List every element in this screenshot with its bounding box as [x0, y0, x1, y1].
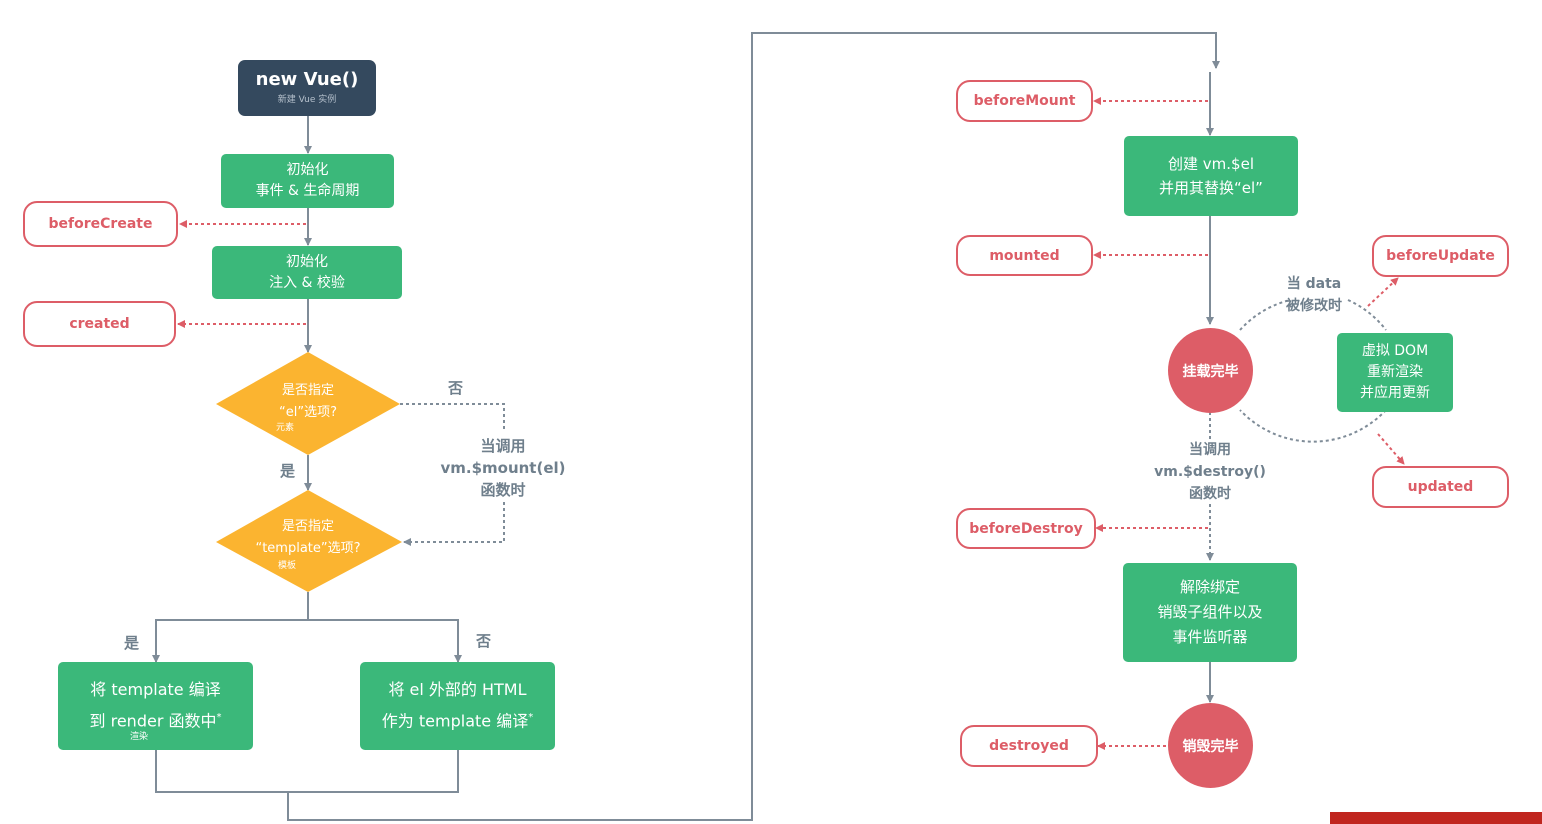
hook-destroyed: destroyed: [960, 725, 1098, 767]
mounted-circle: 挂载完毕: [1168, 328, 1253, 413]
data-change-condition: 当 data 被修改时: [1274, 273, 1354, 317]
decision-template-diamond: [216, 490, 402, 592]
decision-el-note: 元素: [276, 423, 295, 433]
hook-before-create: beforeCreate: [23, 201, 178, 247]
virtual-dom-node: 虚拟 DOM 重新渲染 并应用更新: [1337, 333, 1453, 412]
main-flow-connectors: [152, 32, 1220, 821]
label-yes-template: 是: [124, 634, 140, 652]
hook-mounted: mounted: [956, 235, 1093, 276]
decision-el-text: 是否指定 “el”选项?: [236, 380, 380, 424]
data-change-line1: 当 data: [1286, 276, 1342, 292]
init-events-line1: 初始化: [286, 162, 329, 178]
create-el-node: 创建 vm.$el 并用其替换“el”: [1124, 136, 1298, 216]
destroy-call-line2: vm.$destroy(): [1154, 464, 1266, 480]
init-inject-node: 初始化 注入 & 校验: [212, 246, 402, 299]
compile-outer-html-node: 将 el 外部的 HTML 作为 template 编译*: [360, 662, 555, 750]
compile-outer-html-line2: 作为 template 编译: [381, 711, 529, 731]
init-events-line2: 事件 & 生命周期: [255, 183, 360, 199]
teardown-node: 解除绑定 销毁子组件以及 事件监听器: [1123, 563, 1297, 662]
compile-template-note: 渲染: [130, 732, 149, 742]
virtual-dom-line3: 并应用更新: [1360, 385, 1430, 401]
hook-before-destroy: beforeDestroy: [956, 508, 1096, 549]
destroyed-circle: 销毁完毕: [1168, 703, 1253, 788]
mount-call-line2: vm.$mount(el): [440, 459, 566, 477]
hook-connectors: [177, 97, 1405, 750]
decision-template-note: 模板: [278, 561, 297, 571]
decision-template-text: 是否指定 “template”选项?: [230, 516, 386, 560]
init-inject-line1: 初始化: [286, 253, 328, 270]
decision-template-line1: 是否指定: [281, 519, 334, 534]
hook-before-update: beforeUpdate: [1372, 235, 1509, 277]
compile-outer-html-line1: 将 el 外部的 HTML: [388, 680, 527, 700]
compile-outer-html-star: *: [528, 712, 534, 724]
label-no-el: 否: [448, 379, 464, 397]
init-events-node: 初始化 事件 & 生命周期: [221, 154, 394, 208]
label-yes-el: 是: [280, 462, 296, 480]
decision-el-diamond: [216, 352, 400, 455]
label-no-template: 否: [476, 632, 492, 650]
compile-template-node: 将 template 编译 到 render 函数中*: [58, 662, 253, 750]
decision-template-line2: “template”选项?: [255, 541, 361, 556]
create-el-line1: 创建 vm.$el: [1168, 155, 1254, 173]
hook-created: created: [23, 301, 176, 347]
hook-updated: updated: [1372, 466, 1509, 508]
new-vue-subtitle: 新建 Vue 实例: [277, 95, 337, 105]
compile-template-line1: 将 template 编译: [90, 680, 221, 700]
teardown-line1: 解除绑定: [1179, 578, 1240, 596]
mount-call-line3: 函数时: [480, 481, 526, 499]
decision-el-line2: “el”选项?: [279, 405, 337, 420]
compile-template-line2-wrap: 到 render 函数中*: [90, 704, 222, 735]
create-el-line2: 并用其替换“el”: [1159, 179, 1263, 197]
compile-template-star: *: [216, 712, 222, 724]
mount-call-condition: 当调用 vm.$mount(el) 函数时: [432, 435, 574, 501]
compile-outer-html-line2-wrap: 作为 template 编译*: [382, 704, 533, 735]
new-vue-node: new Vue() 新建 Vue 实例: [238, 60, 376, 116]
virtual-dom-line2: 重新渲染: [1367, 364, 1423, 380]
init-inject-line2: 注入 & 校验: [269, 274, 345, 291]
virtual-dom-line1: 虚拟 DOM: [1361, 343, 1429, 359]
destroy-call-line1: 当调用: [1189, 442, 1231, 458]
conditional-connectors: [400, 299, 1387, 561]
data-change-line2: 被修改时: [1286, 298, 1342, 314]
teardown-line3: 事件监听器: [1172, 628, 1248, 646]
decision-el-line1: 是否指定: [281, 383, 334, 398]
destroy-call-condition: 当调用 vm.$destroy() 函数时: [1150, 439, 1270, 505]
teardown-line2: 销毁子组件以及: [1157, 603, 1263, 621]
hook-before-mount: beforeMount: [956, 80, 1093, 122]
compile-template-line2: 到 render 函数中: [89, 711, 217, 731]
destroy-call-line3: 函数时: [1189, 486, 1231, 502]
new-vue-title: new Vue(): [255, 69, 359, 90]
mount-call-line1: 当调用: [480, 437, 526, 455]
bottom-right-banner-fragment: [1330, 812, 1542, 824]
